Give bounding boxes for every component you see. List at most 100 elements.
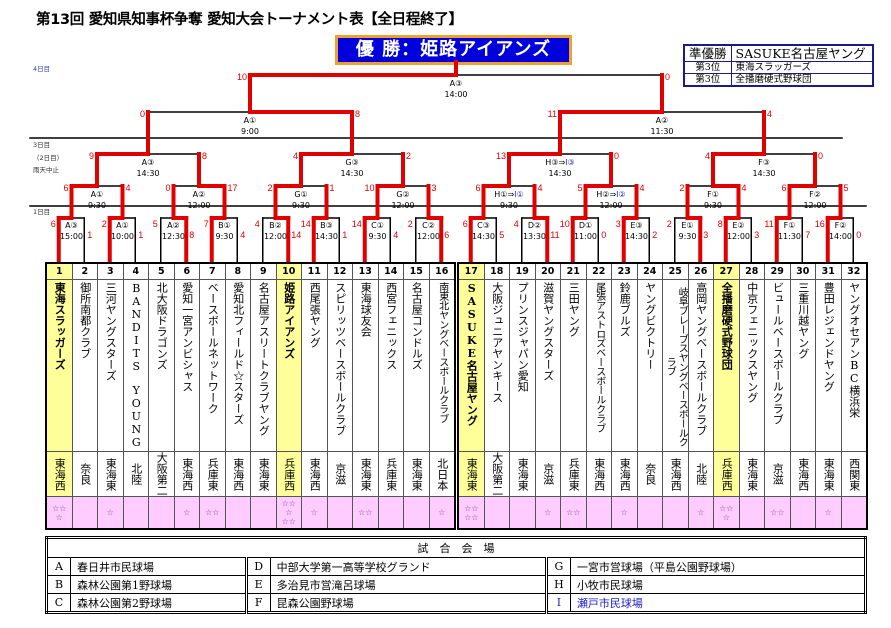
team-district-cell: 東海東	[457, 451, 485, 497]
team-name: 御所南都クラブ	[78, 282, 92, 359]
match-label: D①	[579, 221, 592, 230]
team-name: 姫路アイアンズ	[282, 282, 296, 359]
team-number: 13	[352, 262, 379, 280]
score-left: 2	[102, 219, 107, 229]
team-name: ヤングビクトリー	[643, 282, 657, 370]
score-right: 5	[499, 230, 504, 240]
team-district: 東海西	[669, 457, 683, 491]
team-district-cell: 大阪第二	[148, 451, 175, 497]
team-district: 北陸	[129, 463, 143, 485]
team-name: 鈴鹿ブルズ	[618, 282, 632, 337]
placing-team: 全播磨硬式野球団	[730, 73, 874, 87]
team-name-cell: 西尾張ヤング	[301, 279, 328, 452]
match-label: F③	[758, 158, 770, 167]
score-right: 4	[742, 183, 747, 193]
score-right: 14	[291, 230, 301, 240]
score-right: 7	[805, 230, 810, 240]
score-right: 0	[856, 230, 861, 240]
team-number: 14	[377, 262, 404, 280]
team-name-cell: 御所南都クラブ	[71, 279, 98, 452]
team-name: BANDITS YOUNG	[129, 282, 143, 449]
champion-banner: 優 勝：姫路アイアンズ	[335, 35, 572, 65]
match-label: B③	[320, 221, 333, 230]
match-label: E①	[681, 221, 693, 230]
team-district: 京滋	[541, 463, 555, 485]
match-time: 12:00	[187, 201, 210, 210]
team-name-cell: プリンスジャパン愛知	[509, 279, 536, 452]
match-time: 12:00	[599, 201, 622, 210]
team-district: 東海西	[796, 457, 810, 491]
match-label: C③	[477, 221, 490, 230]
team-district: 東海東	[822, 457, 836, 491]
match-label: A③	[65, 221, 78, 230]
venue-name: 多治見市営滝呂球場	[269, 575, 548, 594]
team-name: 西宮フェニックス	[384, 282, 398, 370]
team-name: 西尾張ヤング	[308, 282, 322, 348]
team-number: 17	[457, 262, 485, 280]
match-label: A②	[167, 221, 180, 230]
team-name-cell: ヤングオセアンBC横浜栄	[840, 279, 868, 452]
match-venue: A①	[244, 116, 257, 125]
team-name-cell: BANDITS YOUNG	[122, 279, 149, 452]
match-time: 11:00	[574, 232, 597, 241]
team-number: 28	[738, 262, 765, 280]
match-venue: F②	[809, 190, 821, 199]
team-number: 1	[45, 262, 73, 280]
team-district-cell: 東海西	[301, 451, 328, 497]
score-left: 5	[153, 219, 158, 229]
team-name-cell: ベースボールネットワーク	[199, 279, 226, 452]
match-label: A③	[142, 158, 155, 167]
match-venue: F①	[784, 221, 796, 230]
team-district-cell: 東海東	[250, 451, 277, 497]
team-district-cell: 大阪第二	[483, 451, 510, 497]
team-number: 4	[122, 262, 149, 280]
team-district-cell: 東海西	[224, 451, 251, 497]
team-name: 三田ヤング	[567, 282, 581, 337]
team-district-cell: 東海西	[585, 451, 612, 497]
team-district-cell: 兵庫東	[199, 451, 226, 497]
team-name-cell: 愛知北フィールド☆スターズ	[224, 279, 251, 452]
team-name-cell: 名古屋アスリートクラブヤング	[250, 279, 277, 452]
match-time: 14:30	[472, 232, 495, 241]
team-stars	[148, 496, 175, 530]
score-left: 16	[815, 219, 825, 229]
match-time: 14:30	[548, 169, 571, 178]
team-number: 23	[611, 262, 638, 280]
team-number: 20	[534, 262, 561, 280]
score-left: 4	[514, 219, 519, 229]
match-label: A②	[656, 116, 669, 125]
score-left: 6	[781, 183, 786, 193]
match-venue: C②	[422, 221, 435, 230]
team-district-cell: 東海西	[611, 451, 638, 497]
match-venue: A①	[116, 221, 129, 230]
match-venue: H③⇒	[545, 158, 565, 167]
score-right: 11	[550, 230, 559, 240]
team-number: 21	[560, 262, 587, 280]
match-venue: A③	[450, 79, 463, 88]
team-name: 北大阪ドラゴンズ	[155, 282, 169, 370]
match-venue: G③	[345, 158, 358, 167]
team-stars: ☆	[687, 496, 714, 530]
venues-header-row: 試 合 会 場	[46, 537, 866, 558]
score-left: 5	[577, 183, 582, 193]
team-number: 10	[275, 262, 302, 280]
match-venue: E②	[732, 221, 744, 230]
match-venue: E③	[630, 221, 642, 230]
match-time: 10:00	[111, 232, 134, 241]
team-name: 三重川越ヤング	[796, 282, 810, 359]
match-venue: G①	[294, 190, 307, 199]
score-left: 4	[293, 151, 298, 161]
team-name: 豊田レジェンドヤング	[822, 282, 836, 392]
match-label: G①	[294, 190, 307, 199]
team-number: 32	[840, 262, 868, 280]
match-venue: A②	[656, 116, 669, 125]
team-district-cell: 東海東	[738, 451, 765, 497]
team-stars: ☆☆ ☆ ☆☆	[275, 496, 302, 530]
stars-row: ☆☆ ☆☆☆☆☆☆☆☆☆ ☆☆☆☆	[457, 496, 868, 530]
match-venue: A①	[91, 190, 104, 199]
team-name-cell: 東海スラッガーズ	[45, 279, 73, 452]
team-number: 9	[250, 262, 277, 280]
team-district: 西関東	[847, 457, 861, 491]
